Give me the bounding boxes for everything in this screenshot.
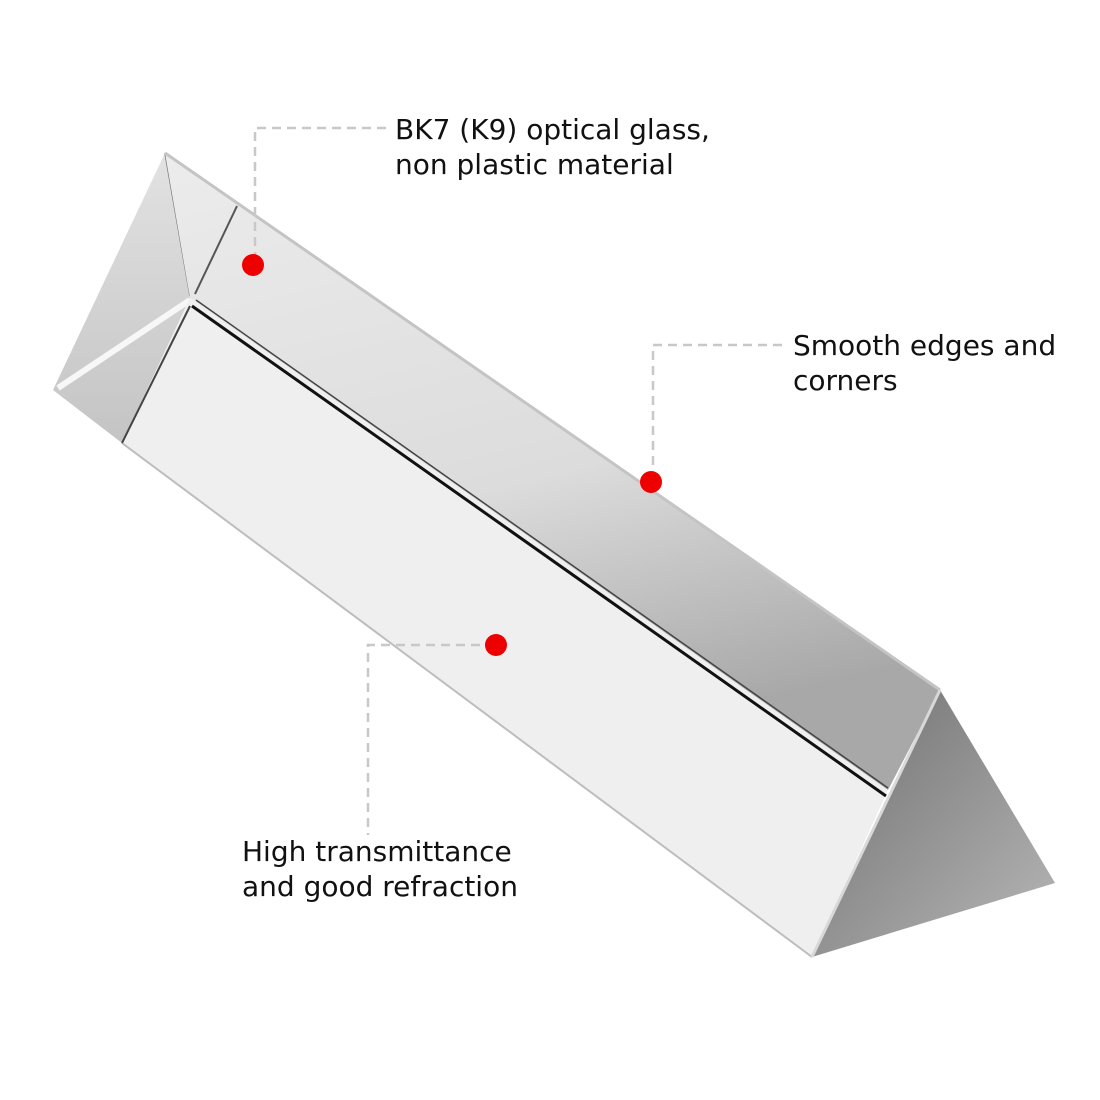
callout-line: corners [793,364,898,397]
prism-top-face [165,153,940,790]
callout-line: Smooth edges and [793,329,1057,362]
marker-dot-transmittance [485,634,507,656]
marker-dot-edges [640,471,662,493]
callout-line: BK7 (K9) optical glass, [395,113,710,146]
prism-front-face [122,298,888,957]
marker-dot-glass [242,254,264,276]
callout-line: High transmittance [242,835,512,868]
callout-smooth-edges: Smooth edges and corners [793,328,1056,398]
callout-line: non plastic material [395,148,674,181]
callout-optical-glass: BK7 (K9) optical glass, non plastic mate… [395,112,710,182]
prism-right-end-face [812,690,1055,957]
callout-transmittance: High transmittance and good refraction [242,834,518,904]
leader-lines [253,126,782,835]
callout-line: and good refraction [242,870,518,903]
